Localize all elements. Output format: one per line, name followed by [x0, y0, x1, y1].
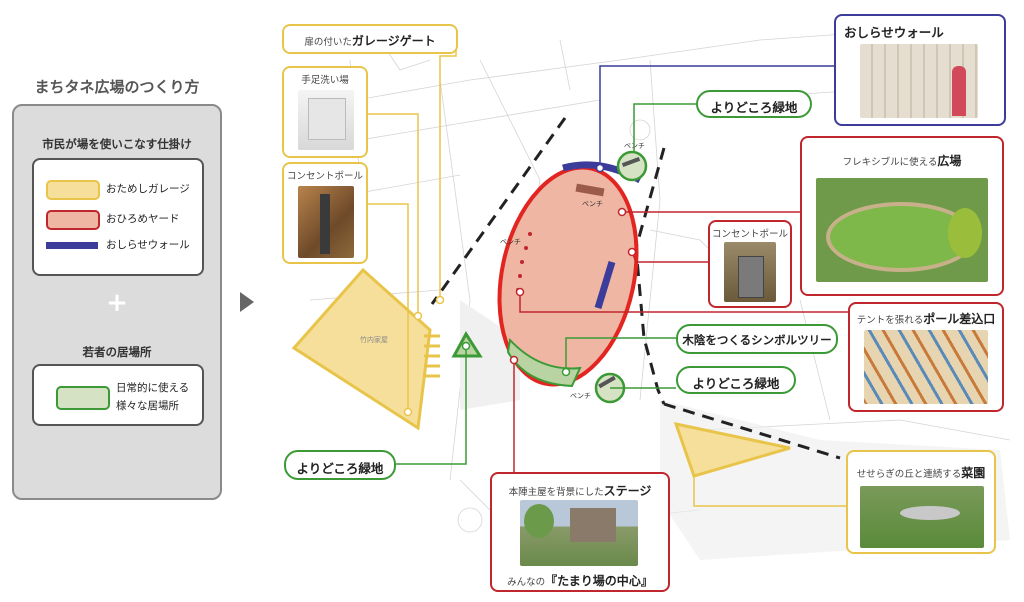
- green-circle-top: [616, 150, 648, 182]
- pole-socket-photo: [864, 330, 988, 404]
- legend-title: まちタネ広場のつくり方: [34, 78, 200, 96]
- callout-farm-bold: 菜園: [961, 466, 986, 480]
- garage-gate-marks: [424, 334, 440, 378]
- legend-label-yard: おひろめヤード: [106, 213, 180, 225]
- callout-flexible-plaza-bold: 広場: [937, 154, 962, 168]
- legend-swatch-green: [56, 386, 110, 410]
- callout-flexible-plaza: フレキシブルに使える広場: [800, 136, 1004, 296]
- callout-outlet-pole-right: コンセントポール: [708, 220, 792, 308]
- notice-wall-inner: [594, 260, 616, 310]
- callout-farm-title: せせらぎの丘と連続する菜園: [848, 464, 994, 481]
- flexible-plaza-photo: [816, 178, 988, 282]
- site-text-1: 竹内家屋: [360, 335, 388, 344]
- farm-photo: [860, 486, 984, 548]
- legend-section2-title: 若者の居場所: [82, 345, 152, 359]
- outlet-pole-right-photo: [724, 242, 776, 302]
- plaza-tree: [948, 208, 982, 258]
- legend-swatch-garage: [46, 180, 100, 200]
- outlet-pole-left-photo: [298, 186, 354, 258]
- trial-garage-area: [291, 267, 432, 431]
- legend-plus: +: [106, 288, 128, 318]
- callout-outlet-pole-right-title: コンセントポール: [711, 229, 788, 240]
- callout-green-mid-label: よりどころ緑地: [692, 376, 780, 391]
- legend-section1-box: おためしガレージ おひろめヤード おしらせウォール: [32, 158, 204, 276]
- outlet-pole-left-post: [320, 194, 330, 254]
- site-boundary-dashed: [430, 117, 841, 460]
- callout-stage-footer-prefix: みんなの: [507, 577, 546, 588]
- callout-pole-socket-title: テントを張れるポール差込口: [850, 310, 1002, 327]
- notice-wall-photo: [860, 44, 978, 118]
- outlet-pole-right-box: [738, 256, 764, 298]
- callout-flexible-plaza-prefix: フレキシブルに使える: [842, 157, 938, 168]
- bench-bottom-icon: [598, 375, 616, 389]
- callout-pole-socket-bold: ポール差込口: [923, 312, 996, 326]
- callout-handwash-title: 手足洗い場: [301, 75, 349, 86]
- callout-garage-gate-bold: ガレージゲート: [351, 34, 436, 48]
- bench-top-icon: [621, 157, 641, 167]
- callout-garage-gate-title: 扉の付いたガレージゲート: [284, 32, 456, 49]
- bench-label-1: ベンチ: [582, 200, 603, 208]
- callout-farm-prefix: せせらぎの丘と連続する: [856, 469, 962, 480]
- callout-stage-prefix: 本陣主屋を背景にした: [508, 487, 604, 498]
- legend-label-green-1: 日常的に使える: [116, 382, 190, 394]
- callout-green-bottom-label: よりどころ緑地: [296, 461, 384, 476]
- legend-panel: 市民が場を使いこなす仕掛け おためしガレージ おひろめヤード おしらせウォール …: [12, 104, 222, 500]
- callout-stage-footer-bold: 『たまり場の中心』: [545, 574, 653, 588]
- callout-symbol-tree: 木陰をつくるシンボルツリー: [676, 324, 838, 354]
- callout-pole-socket: テントを張れるポール差込口: [848, 302, 1004, 412]
- connector-lines: [368, 34, 848, 507]
- legend-label-wall: おしらせウォール: [106, 239, 190, 251]
- callout-green-mid: よりどころ緑地: [676, 366, 796, 394]
- ground-patch-small: [460, 300, 520, 410]
- callout-green-top-label: よりどころ緑地: [710, 100, 798, 115]
- stage-photo: [520, 500, 638, 566]
- callout-stage-footer: みんなの『たまり場の中心』: [492, 572, 668, 589]
- legend-label-green-2: 様々な居場所: [116, 400, 179, 412]
- callout-stage-bold: ステージ: [603, 484, 652, 498]
- callout-stage-title: 本陣主屋を背景にしたステージ: [492, 482, 668, 499]
- callout-notice-wall: おしらせウォール: [834, 14, 1006, 126]
- callout-pole-socket-prefix: テントを張れる: [856, 315, 924, 326]
- callout-garage-gate: 扉の付いたガレージゲート: [282, 24, 458, 54]
- stage-green: [506, 337, 582, 388]
- callout-handwash: 手足洗い場: [282, 66, 368, 158]
- arrow-right-icon: [240, 292, 254, 312]
- legend-section2-box: 日常的に使える 様々な居場所: [32, 364, 204, 426]
- callout-garage-gate-prefix: 扉の付いた: [304, 37, 352, 48]
- pole-socket-dots: [516, 232, 532, 292]
- callout-outlet-pole-left-title: コンセントポール: [286, 171, 363, 182]
- handwash-basin: [308, 98, 346, 140]
- legend-label-garage: おためしガレージ: [106, 183, 190, 195]
- farm-path: [900, 506, 960, 520]
- notice-wall-person: [952, 66, 966, 116]
- bench-bar: [575, 183, 605, 197]
- stage-tree: [524, 504, 554, 538]
- handwash-photo: [298, 90, 354, 150]
- bench-label-4: ベンチ: [570, 392, 591, 400]
- legend-swatch-yard: [46, 210, 100, 230]
- callout-outlet-pole-left: コンセントポール: [282, 162, 368, 264]
- farm-area: [673, 421, 791, 478]
- callout-notice-wall-title: おしらせウォール: [844, 25, 944, 40]
- connector-dots: [403, 163, 637, 417]
- legend-swatch-wall: [46, 242, 98, 249]
- legend-section1-title: 市民が場を使いこなす仕掛け: [42, 137, 192, 151]
- callout-symbol-tree-label: 木陰をつくるシンボルツリー: [682, 333, 832, 347]
- bench-label-2: ベンチ: [500, 238, 521, 246]
- callout-farm: せせらぎの丘と連続する菜園: [846, 450, 996, 554]
- callout-stage: 本陣主屋を背景にしたステージ みんなの『たまり場の中心』: [490, 472, 670, 592]
- callout-flexible-plaza-title: フレキシブルに使える広場: [802, 152, 1002, 169]
- stage-building: [570, 508, 616, 542]
- callout-green-top: よりどころ緑地: [696, 90, 812, 118]
- callout-green-bottom: よりどころ緑地: [284, 450, 396, 480]
